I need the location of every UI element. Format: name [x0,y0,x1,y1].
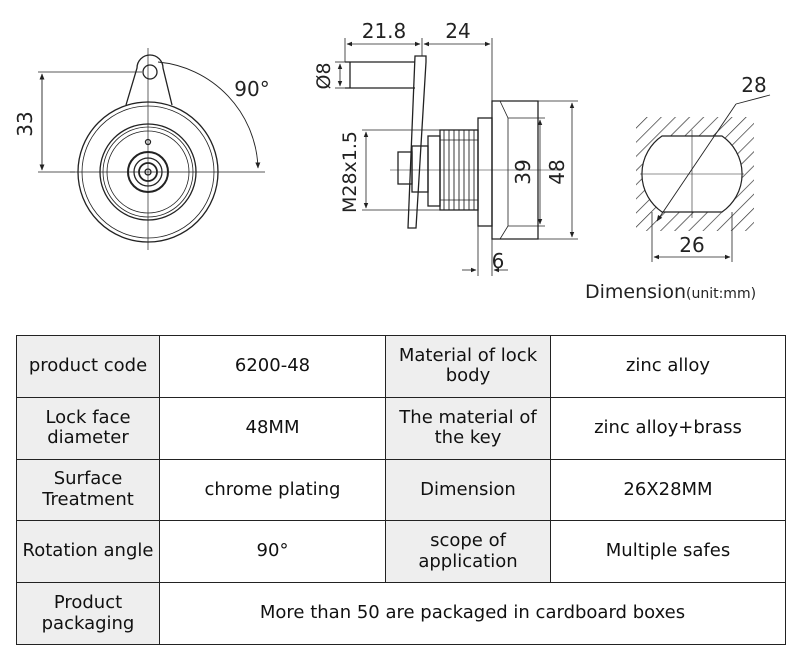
cell-value: zinc alloy [550,335,786,398]
cell-label: Dimension [385,458,551,522]
side-dim-shaft-diameter: Ø8 [313,62,335,89]
spec-table: product code 6200-48 Material of lock bo… [16,335,786,645]
cell-value: chrome plating [159,458,386,522]
packaging-value: More than 50 are packaged in cardboard b… [159,582,786,645]
side-dim-flange-thickness: 6 [492,249,505,273]
front-rotation-angle: 90° [234,77,269,101]
side-dim-flange-outer: 48 [545,159,569,184]
front-view [38,48,265,250]
cell-label: Lock face diameter [16,396,160,460]
cell-value: 90° [159,520,386,584]
side-dim-flange-inner: 39 [511,159,535,184]
cell-value: Multiple safes [550,520,786,584]
dimension-unit: (unit:mm) [686,286,757,302]
cutout-dim-height: 28 [741,73,766,97]
cell-value: 48MM [159,396,386,460]
side-view [345,55,560,240]
packaging-label: Product packaging [16,582,160,645]
cell-label: scope of application [385,520,551,584]
cell-value: 6200-48 [159,335,386,398]
cutout-dim-width: 26 [679,233,704,257]
side-dim-shaft-length: 21.8 [362,19,407,43]
side-view-dimensions [335,38,578,276]
dimension-title: Dimension [585,281,686,303]
table-row: Lock face diameter 48MM The material of … [16,396,786,460]
table-row: Product packaging More than 50 are packa… [16,582,786,645]
side-dim-body-length: 24 [445,19,470,43]
cell-label: product code [16,335,160,398]
cell-value: 26X28MM [550,458,786,522]
front-dim-height: 33 [13,111,37,136]
cell-value: zinc alloy+brass [550,396,786,460]
table-row: product code 6200-48 Material of lock bo… [16,335,786,398]
thread-marks [443,130,475,210]
table-row: Surface Treatment chrome plating Dimensi… [16,458,786,522]
technical-drawing: 33 90° [13,19,771,276]
cell-label: The material of the key [385,396,551,460]
table-row: Rotation angle 90° scope of application … [16,520,786,584]
panel-cutout [636,94,771,262]
cell-label: Rotation angle [16,520,160,584]
side-dim-thread: M28x1.5 [339,131,361,213]
cell-label: Material of lock body [385,335,551,398]
dimension-caption: Dimension(unit:mm) [585,281,756,303]
cell-label: Surface Treatment [16,458,160,522]
